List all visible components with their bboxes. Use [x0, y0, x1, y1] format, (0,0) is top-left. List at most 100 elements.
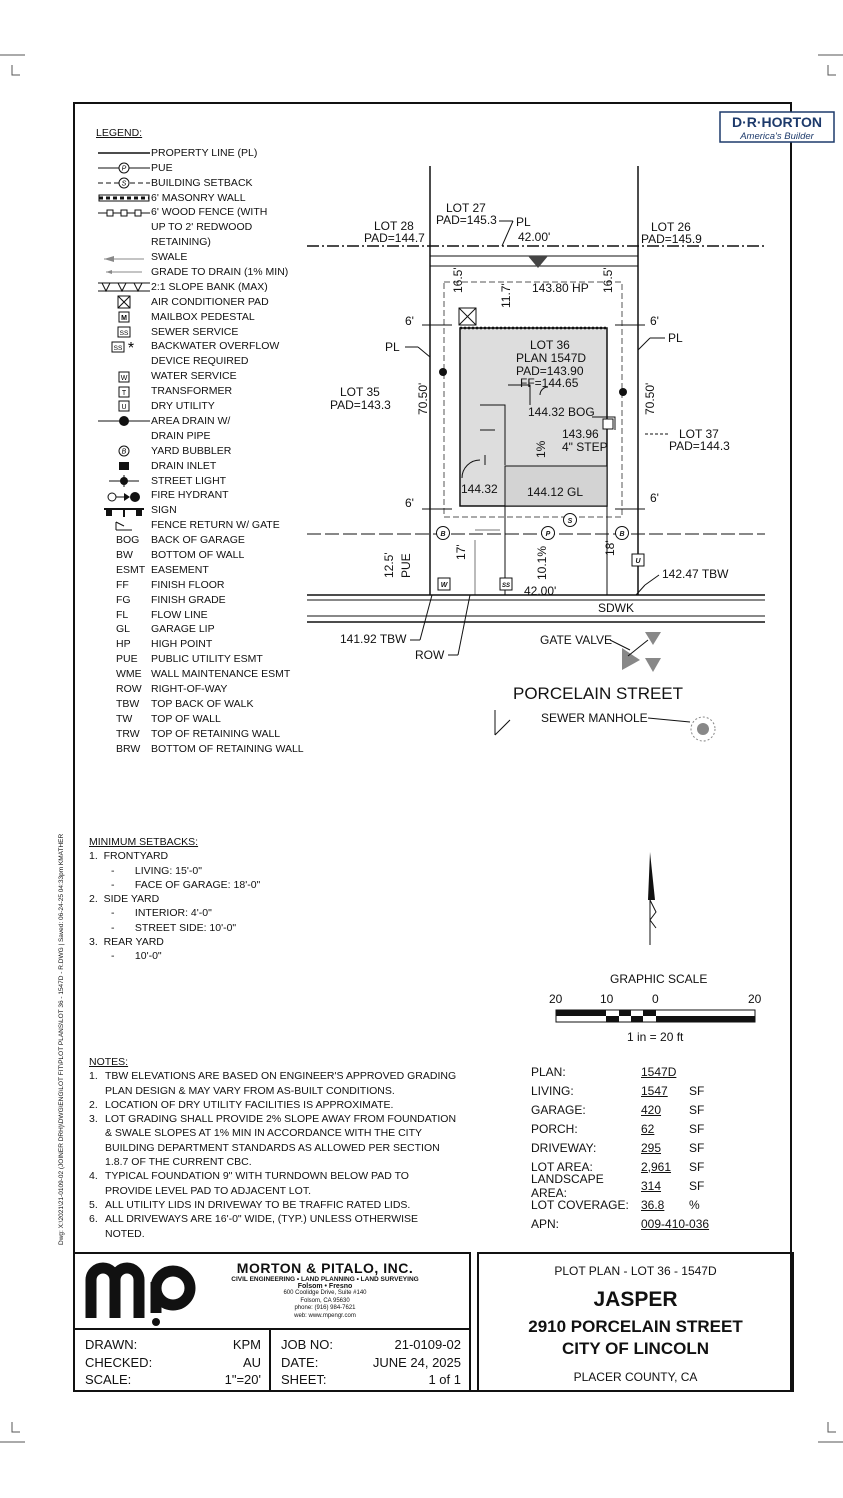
stat-unit: %	[689, 1197, 700, 1212]
legend-item-label: 2:1 SLOPE BANK (MAX)	[151, 280, 268, 293]
stat-unit: SF	[689, 1159, 705, 1174]
abbreviation-meaning: FINISH FLOOR	[151, 578, 225, 591]
drawn-value: KPM	[232, 1337, 261, 1352]
stat-unit: SF	[689, 1140, 705, 1155]
date-key: DATE:	[281, 1354, 319, 1370]
slope-bank-icon	[96, 281, 151, 293]
firm-cities: Folsom • Fresno	[297, 1283, 353, 1290]
legend-item-label: MAILBOX PEDESTAL	[151, 310, 255, 323]
legend-item-label: UP TO 2' REDWOOD	[151, 221, 253, 234]
legend-item: GRADE TO DRAIN (1% MIN)	[96, 265, 304, 280]
scale-value: 1"=20'	[224, 1372, 261, 1387]
abbreviation-code: BOG	[116, 534, 140, 547]
abbreviation-code: ESMT	[116, 563, 146, 576]
legend-item: SWALE	[96, 250, 304, 265]
setback-line: 2. SIDE YARD	[89, 893, 160, 906]
stat-row: LIVING: 1547 SF	[531, 1081, 761, 1100]
abbreviation-meaning: TOP OF WALL	[151, 712, 221, 725]
svg-text:T: T	[121, 390, 126, 397]
firm-address-1: 600 Coolidge Drive, Suite #140	[283, 1290, 367, 1296]
line-solid-icon	[96, 148, 151, 158]
legend-item-label: YARD BUBBLER	[151, 444, 232, 457]
svg-text:M: M	[121, 315, 127, 322]
note-number: 5.	[89, 1198, 98, 1211]
sign-icon	[96, 505, 151, 517]
stat-value: 1547D	[641, 1064, 677, 1079]
svg-text:S: S	[121, 181, 126, 188]
stat-label: GARAGE:	[531, 1102, 586, 1117]
legend-item: SIGN	[96, 503, 304, 518]
project-address: 2910 PORCELAIN STREET	[528, 1317, 743, 1336]
firm-address-2: Folsom, CA 95630	[300, 1297, 350, 1304]
mailbox-icon: M	[96, 311, 151, 323]
setback-line: - 10'-0"	[111, 950, 162, 963]
stat-value: 1547	[641, 1083, 668, 1098]
note-item: 1.TBW ELEVATIONS ARE BASED ON ENGINEER'S…	[89, 1069, 459, 1098]
setback-line: - LIVING: 15'-0"	[111, 864, 202, 877]
fence-return-icon	[96, 520, 151, 532]
svg-text:SS: SS	[119, 330, 128, 337]
drawing-file-path: Dwg: X:\2021\21-0109-02 (JOINER DRH)\DWG…	[58, 833, 65, 1245]
legend-item: DRAIN INLET	[96, 459, 304, 474]
svg-text:*: *	[127, 340, 133, 354]
legend-item: AIR CONDITIONER PAD	[96, 295, 304, 310]
abbreviation-meaning: HIGH POINT	[151, 638, 213, 651]
mp-logo	[85, 1262, 196, 1326]
stat-label: LIVING:	[531, 1083, 574, 1098]
backwater-icon: SS*	[96, 340, 151, 354]
note-item: 3.LOT GRADING SHALL PROVIDE 2% SLOPE AWA…	[89, 1112, 459, 1169]
sheet-value: 1 of 1	[428, 1372, 461, 1387]
stat-label: LOT AREA:	[531, 1159, 593, 1174]
stat-value: 314	[641, 1178, 662, 1193]
plot-plan-title: PLOT PLAN - LOT 36 - 1547D	[554, 1264, 717, 1278]
street-light-icon	[96, 474, 151, 488]
legend-item-label: DRAIN INLET	[151, 459, 217, 472]
firm-services: CIVIL ENGINEERING • LAND PLANNING • LAND…	[231, 1276, 419, 1283]
minimum-setbacks: MINIMUM SETBACKS: 1. FRONTYARD- LIVING: …	[89, 835, 260, 964]
svg-text:P: P	[121, 166, 126, 173]
legend-item: M MAILBOX PEDESTAL	[96, 310, 304, 325]
stat-unit: SF	[689, 1121, 705, 1136]
abbreviation-code: ROW	[116, 682, 142, 695]
firm-name: MORTON & PITALO, INC.	[236, 1260, 414, 1276]
abbreviation-code: FL	[116, 608, 129, 621]
abbreviation-meaning: FLOW LINE	[151, 608, 208, 621]
masonry-wall-icon	[96, 194, 151, 202]
scale-key: SCALE:	[85, 1372, 132, 1387]
sewer-icon: SS	[96, 326, 151, 338]
stat-label: PLAN:	[531, 1064, 566, 1079]
drain-inlet-icon	[96, 460, 151, 472]
legend-item: AREA DRAIN W/	[96, 414, 304, 429]
legend-item-label: DRAIN PIPE	[151, 429, 211, 442]
stat-label: APN:	[531, 1216, 560, 1231]
stat-label: PORCH:	[531, 1121, 578, 1136]
setback-line-icon: S	[96, 177, 151, 189]
legend-item: SS*BACKWATER OVERFLOW	[96, 339, 304, 354]
stat-unit: SF	[689, 1083, 705, 1098]
note-text: TYPICAL FOUNDATION 9" WITH TURNDOWN BELO…	[105, 1170, 409, 1197]
legend-item: 6' MASONRY WALL	[96, 191, 304, 206]
logo-tagline: America's Builder	[739, 131, 814, 142]
setback-line: - INTERIOR: 4'-0"	[111, 907, 212, 920]
legend-item-label: WATER SERVICE	[151, 370, 237, 383]
ac-pad-icon	[96, 295, 151, 309]
stat-label: DRIVEWAY:	[531, 1140, 597, 1155]
abbreviation-code: TBW	[116, 697, 140, 710]
legend-item-label: AIR CONDITIONER PAD	[151, 295, 269, 308]
legend-item-label: SIGN	[151, 504, 177, 517]
note-number: 4.	[89, 1170, 98, 1183]
legend-abbreviation: FL FLOW LINE	[96, 608, 304, 623]
stat-unit: SF	[689, 1102, 705, 1117]
